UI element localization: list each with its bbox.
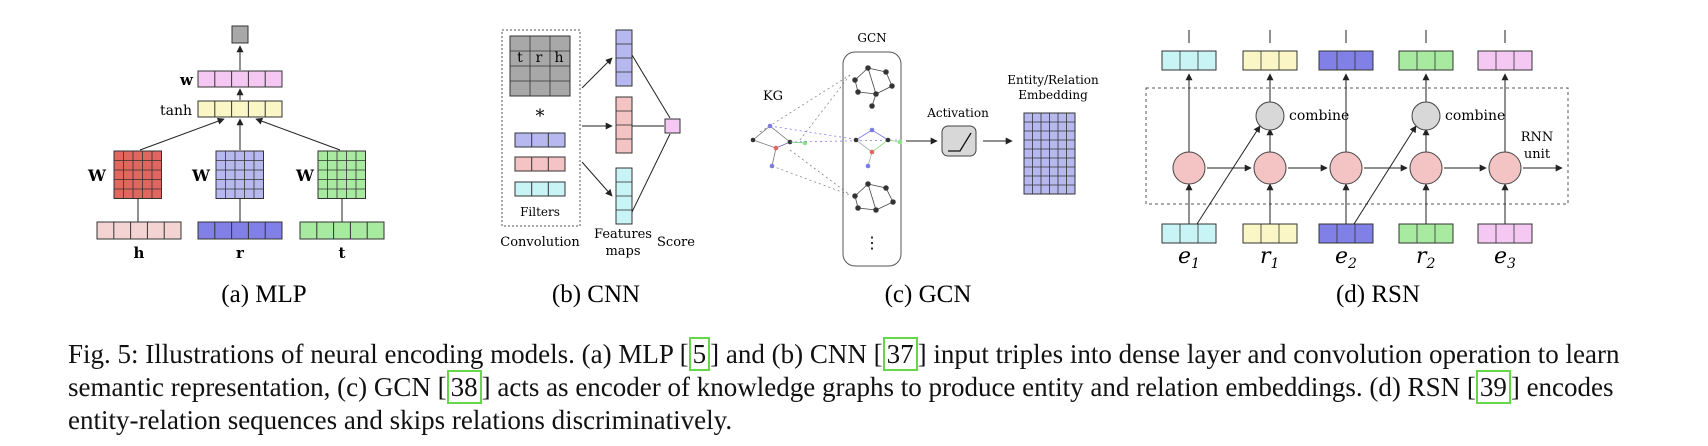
caption-text-3: ] input triples into dense layer and con… <box>68 339 1620 402</box>
cnn-letter-h: h <box>554 50 563 66</box>
mlp-r-label: r <box>236 244 245 262</box>
cnn-filters-label: Filters <box>520 205 560 219</box>
rsn-label-e1: e1 <box>1178 244 1200 272</box>
gcn-kg-label: KG <box>763 89 783 104</box>
caption-text-5: ] encodes entity-relation sequences and … <box>68 372 1614 435</box>
rsn-sequence-labels: e1 r1 e2 r2 e3 <box>1178 244 1516 272</box>
cnn-score-label: Score <box>657 235 695 250</box>
gcn-projection-lines <box>759 74 901 196</box>
gcn-activation-label: Activation <box>926 106 989 120</box>
mlp-W-label-2: W <box>191 166 211 185</box>
gcn-embedding-matrix <box>1023 112 1076 195</box>
cnn-feature-map-cyan <box>615 167 633 225</box>
mlp-h-label: h <box>134 244 145 262</box>
cnn-letter-r: r <box>536 50 543 66</box>
rsn-combine-label-2: combine <box>1445 108 1505 124</box>
rsn-rnn-box <box>1145 87 1569 205</box>
mlp-t-vector <box>299 221 385 240</box>
citation-ref-38[interactable]: 38 <box>446 370 482 404</box>
rsn-input-vectors <box>1161 223 1533 244</box>
gcn-panel: KG GCN <box>750 31 1099 308</box>
caption-text-2: ] and (b) CNN [ <box>710 339 883 369</box>
gcn-title-label: GCN <box>857 31 886 45</box>
mlp-w-label: w <box>179 71 194 89</box>
rsn-combine-label-1: combine <box>1289 108 1349 124</box>
cnn-convolution-box <box>501 29 581 227</box>
caption-text-4: ] acts as encoder of knowledge graphs to… <box>481 372 1476 402</box>
gcn-layer-box <box>842 51 902 267</box>
gcn-subcaption: (c) GCN <box>885 281 972 308</box>
figure-caption: Fig. 5: Illustrations of neural encoding… <box>68 337 1668 437</box>
mlp-subcaption: (a) MLP <box>221 281 306 308</box>
cnn-maps-label: maps <box>605 244 640 259</box>
citation-ref-39[interactable]: 39 <box>1475 370 1511 404</box>
mlp-t-label: t <box>339 244 346 262</box>
mlp-matrix-t <box>317 150 366 199</box>
citation-ref-5[interactable]: 5 <box>688 337 711 371</box>
cnn-letter-t: t <box>517 50 523 66</box>
gcn-ellipsis: ⋮ <box>864 233 880 252</box>
mlp-W-label-3: W <box>295 166 315 185</box>
cnn-subcaption: (b) CNN <box>552 281 640 308</box>
rsn-label-r2: r2 <box>1416 244 1436 272</box>
mlp-panel: w tanh W W W <box>87 25 385 308</box>
rsn-panel: combine combine RNN unit e1 r1 e2 r2 e3 … <box>1145 30 1569 308</box>
gcn-graph-bottom <box>852 181 896 213</box>
mlp-matrix-r <box>215 150 264 199</box>
citation-ref-37[interactable]: 37 <box>882 337 918 371</box>
cnn-input-grid <box>509 35 571 97</box>
gcn-graph-middle <box>853 127 903 169</box>
gcn-graph-top <box>852 65 895 109</box>
cnn-panel: t r h * Filters Convolution Features map… <box>500 29 695 308</box>
rsn-label-r1: r1 <box>1260 244 1279 272</box>
rsn-label-e3: e3 <box>1494 244 1516 272</box>
rsn-combine-circle-2 <box>1411 101 1441 131</box>
rsn-output-vectors <box>1161 50 1533 71</box>
mlp-tanh-vector <box>197 100 283 118</box>
caption-text-1: Fig. 5: Illustrations of neural encoding… <box>68 339 689 369</box>
rsn-rnn-cells <box>1172 151 1522 185</box>
figure-diagrams: w tanh W W W <box>87 25 1569 308</box>
cnn-feature-map-blue <box>615 29 633 87</box>
mlp-W-label-1: W <box>87 166 107 185</box>
gcn-activation-curve <box>948 132 972 152</box>
gcn-kg-graph <box>750 123 808 169</box>
rsn-label-e2: e2 <box>1335 244 1357 272</box>
gcn-embedding-label-2: Embedding <box>1018 88 1088 102</box>
cnn-filter-blue <box>514 132 566 148</box>
cnn-convolution-star: * <box>536 106 545 127</box>
mlp-w-vector <box>197 70 283 88</box>
rsn-rnn-label-2: unit <box>1524 147 1551 162</box>
gcn-embedding-label-1: Entity/Relation <box>1007 73 1099 87</box>
mlp-matrix-h <box>113 150 162 199</box>
mlp-output-box <box>231 25 249 44</box>
mlp-tanh-label: tanh <box>160 103 192 119</box>
cnn-features-label: Features <box>594 227 652 242</box>
rsn-rnn-label-1: RNN <box>1521 130 1554 145</box>
cnn-convolution-label: Convolution <box>500 235 580 250</box>
rsn-subcaption: (d) RSN <box>1336 281 1420 308</box>
rsn-vertical-arrows <box>1185 30 1509 224</box>
cnn-filter-pink <box>514 156 566 172</box>
cnn-filter-cyan <box>514 181 566 197</box>
mlp-h-vector <box>96 221 182 240</box>
cnn-score-box <box>664 118 681 134</box>
rsn-combine-circle-1 <box>1255 101 1285 131</box>
mlp-r-vector <box>197 221 283 240</box>
cnn-feature-map-pink <box>615 96 633 154</box>
gcn-activation-box <box>941 125 977 157</box>
